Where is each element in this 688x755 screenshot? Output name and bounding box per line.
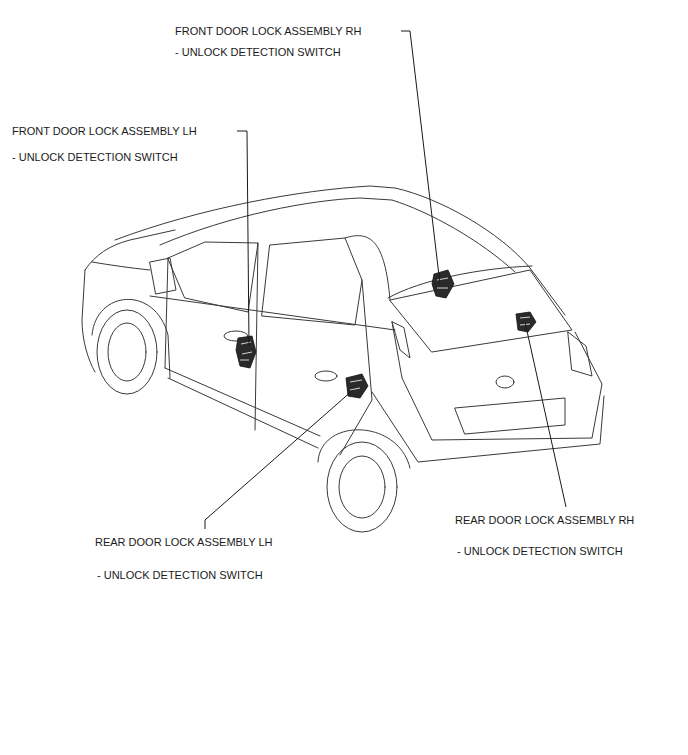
door-lock-part bbox=[346, 374, 368, 398]
front-door-edge bbox=[165, 258, 168, 368]
leader-line bbox=[525, 322, 566, 507]
tailgate bbox=[392, 322, 602, 440]
roof-line bbox=[115, 186, 565, 315]
rear-side-window bbox=[262, 238, 362, 325]
part-detail: - UNLOCK DETECTION SWITCH bbox=[175, 46, 341, 59]
tail-light bbox=[568, 332, 592, 376]
part-name: FRONT DOOR LOCK ASSEMBLY RH bbox=[175, 25, 361, 38]
door-handle bbox=[315, 371, 337, 381]
sill-line bbox=[168, 378, 318, 448]
rear-pillar bbox=[345, 236, 390, 300]
part-name: REAR DOOR LOCK ASSEMBLY LH bbox=[95, 536, 272, 549]
sill-line bbox=[165, 368, 320, 436]
door-lock-part bbox=[236, 336, 256, 368]
front-body bbox=[82, 270, 95, 372]
part-detail: - UNLOCK DETECTION SWITCH bbox=[97, 569, 263, 582]
rear-wheel-arch bbox=[318, 430, 410, 468]
leader-line bbox=[205, 390, 353, 529]
part-name: FRONT DOOR LOCK ASSEMBLY LH bbox=[12, 125, 197, 138]
door-lock-part bbox=[432, 270, 454, 298]
front-wheel-hub bbox=[108, 323, 146, 381]
leader-line bbox=[401, 31, 440, 284]
door-split bbox=[340, 280, 372, 455]
leader-line bbox=[237, 131, 249, 346]
rear-bumper bbox=[372, 392, 604, 462]
tail-light bbox=[392, 322, 410, 358]
lock-detail bbox=[437, 278, 448, 288]
front-wheel-arch bbox=[92, 299, 170, 378]
front-window bbox=[168, 242, 258, 312]
mirror bbox=[150, 258, 176, 294]
belt-line bbox=[150, 296, 395, 330]
front-wheel bbox=[97, 310, 157, 394]
emblem bbox=[496, 376, 514, 388]
lock-detail bbox=[350, 380, 362, 390]
hood-edge bbox=[92, 262, 150, 270]
front-body bbox=[85, 230, 175, 270]
rear-window bbox=[390, 270, 572, 352]
spoiler bbox=[388, 266, 532, 298]
rear-wheel-hub bbox=[339, 456, 385, 518]
door-split bbox=[255, 243, 258, 430]
roof-rail bbox=[160, 198, 515, 272]
part-detail: - UNLOCK DETECTION SWITCH bbox=[12, 151, 178, 164]
door-lock-part bbox=[516, 312, 536, 332]
lock-detail bbox=[240, 342, 252, 360]
rear-wheel bbox=[327, 442, 397, 532]
part-name: REAR DOOR LOCK ASSEMBLY RH bbox=[455, 514, 634, 527]
part-detail: - UNLOCK DETECTION SWITCH bbox=[457, 545, 623, 558]
